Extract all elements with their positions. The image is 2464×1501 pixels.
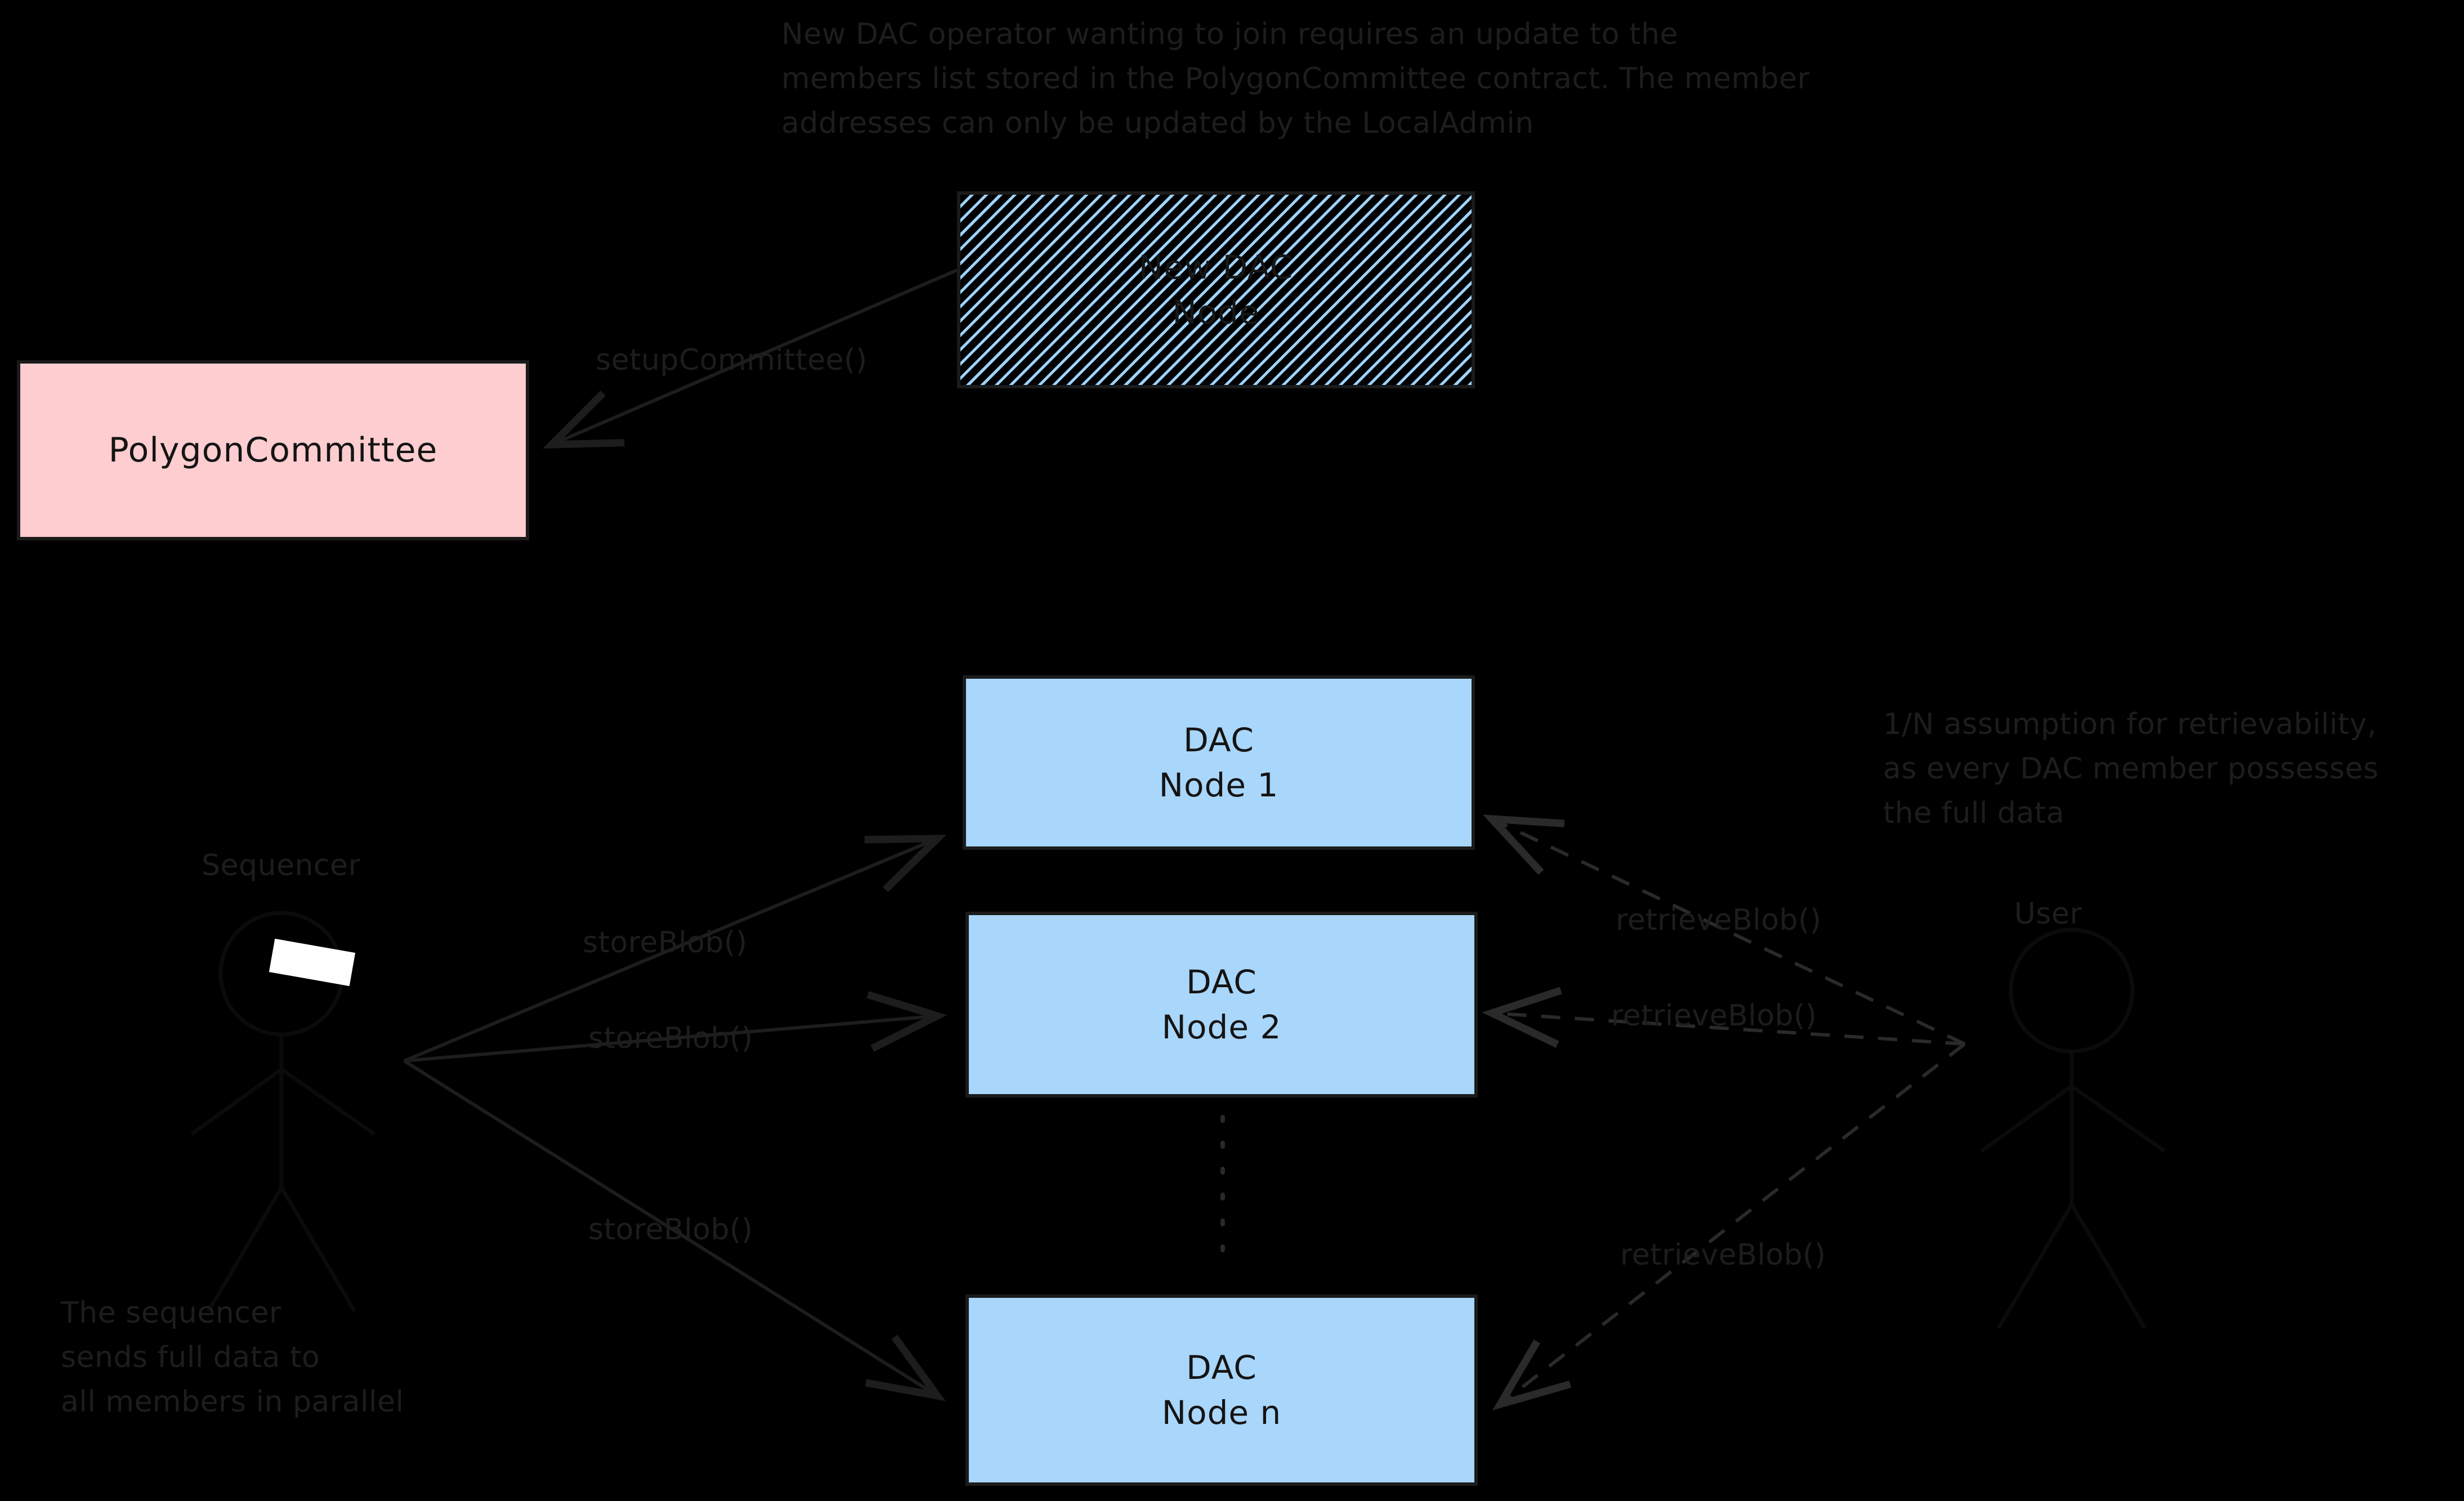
annotation-bottom-left-note: The sequencer sends full data to all mem…	[61, 1296, 404, 1419]
edge-label-setup-committee: setupCommittee()	[596, 343, 867, 377]
edge-label-retrieve-blob-1: retrieveBlob()	[1616, 903, 1822, 937]
sequencer-badge	[269, 938, 356, 987]
dac-node-n-line2: Node n	[1161, 1394, 1282, 1432]
dac-node-1-box[interactable]: DAC Node 1	[963, 675, 1475, 850]
dac-node-2-line2: Node 2	[1161, 1008, 1282, 1046]
edge-retrieve-blob-n	[1500, 1042, 1966, 1404]
sequencer-label: Sequencer	[202, 849, 361, 882]
annotation-right-note: 1/N assumption for retrievability, as ev…	[1883, 707, 2379, 831]
user-label: User	[2014, 897, 2082, 931]
annotation-top-note: New DAC operator wanting to join require…	[781, 17, 1810, 141]
dac-node-2-box[interactable]: DAC Node 2	[965, 912, 1478, 1097]
polygon-committee-label: PolygonCommittee	[108, 430, 438, 470]
new-dac-node-box[interactable]: New DAC Node	[957, 191, 1475, 388]
new-dac-node-line2: Node	[1172, 293, 1260, 331]
polygon-committee-box[interactable]: PolygonCommittee	[17, 360, 529, 540]
dac-node-1-line1: DAC	[1183, 720, 1254, 759]
user-figure	[1980, 928, 2166, 1329]
dac-node-n-box[interactable]: DAC Node n	[965, 1294, 1478, 1486]
edge-label-retrieve-blob-2: retrieveBlob()	[1611, 999, 1817, 1033]
dac-node-n-line1: DAC	[1186, 1348, 1257, 1387]
new-dac-node-line1: New DAC	[1138, 248, 1294, 286]
dac-node-1-line2: Node 1	[1159, 766, 1279, 804]
edge-label-store-blob-n: storeBlob()	[588, 1213, 753, 1247]
dac-node-2-line1: DAC	[1186, 962, 1257, 1001]
edge-label-retrieve-blob-n: retrieveBlob()	[1620, 1238, 1826, 1272]
edge-label-store-blob-2: storeBlob()	[588, 1021, 753, 1055]
edge-label-store-blob-1: storeBlob()	[583, 926, 748, 960]
